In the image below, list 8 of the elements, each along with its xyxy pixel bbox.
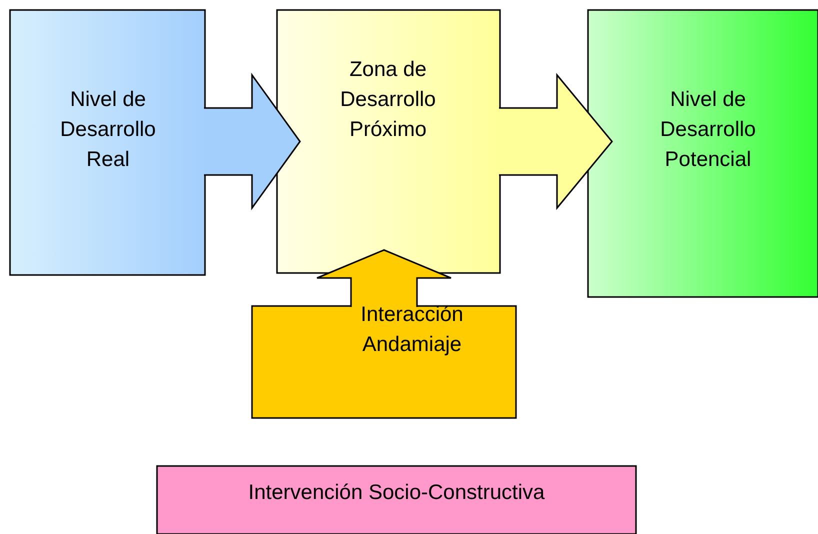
- block-arrow: [498, 72, 613, 210]
- block-arrow: [203, 72, 301, 210]
- node-label: Nivel de Desarrollo Real: [59, 87, 157, 173]
- block-arrow: [316, 249, 452, 308]
- node-label: Nivel de Desarrollo Potencial: [659, 87, 757, 173]
- node-label: Intervención Socio-Constructiva: [247, 480, 546, 506]
- node-label: Zona de Desarrollo Próximo: [339, 57, 437, 143]
- node-label: Interacción Andamiaje: [360, 302, 464, 358]
